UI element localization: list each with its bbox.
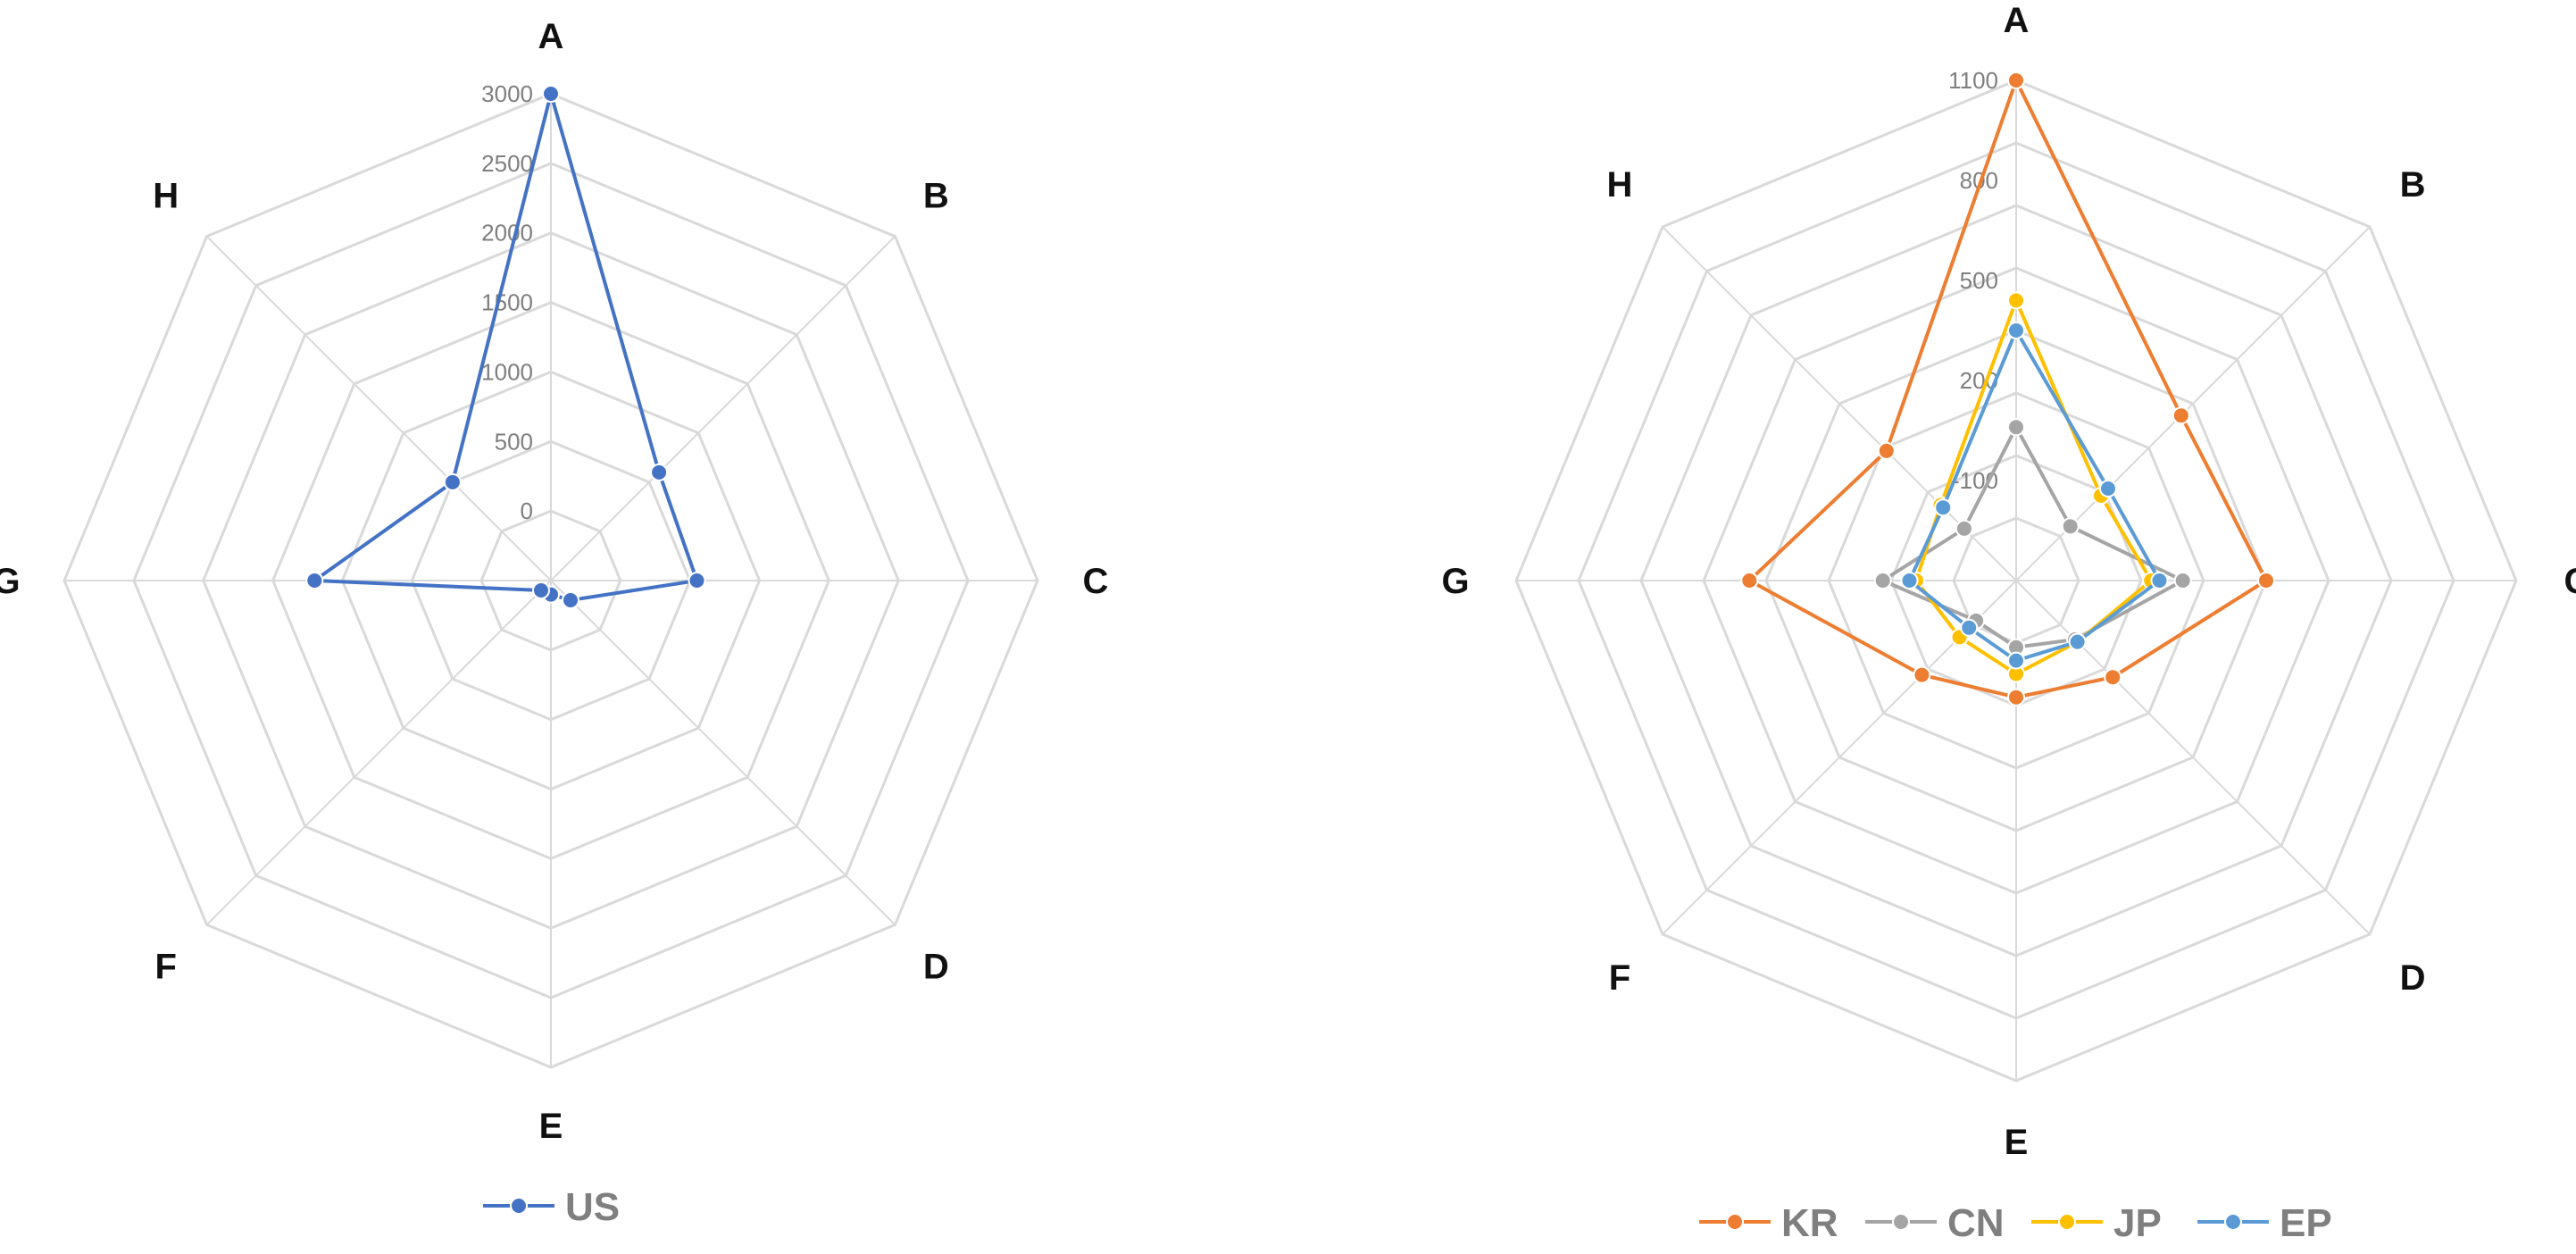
data-point xyxy=(443,472,462,491)
data-point xyxy=(1960,618,1979,637)
category-label: A xyxy=(2004,1,2030,40)
data-point xyxy=(1913,665,1931,684)
data-point xyxy=(2257,572,2275,589)
legend-marker xyxy=(2058,1213,2076,1231)
data-point xyxy=(2104,668,2122,687)
category-label: E xyxy=(539,1107,563,1146)
data-point xyxy=(2007,291,2025,310)
tick-label: 0 xyxy=(521,497,533,524)
series-line xyxy=(1746,75,2269,699)
legend-label: KR xyxy=(1781,1201,1838,1245)
data-point xyxy=(2007,322,2025,339)
axis-spoke xyxy=(550,580,896,926)
tick-label: 500 xyxy=(495,428,533,455)
data-point xyxy=(2099,480,2117,497)
data-point xyxy=(1877,441,1896,460)
tick-label: 2500 xyxy=(481,150,533,177)
tick-label: 1000 xyxy=(481,358,533,385)
data-point xyxy=(1955,519,1973,538)
tick-label: 1500 xyxy=(481,289,533,316)
category-label: B xyxy=(923,177,949,216)
legend-marker xyxy=(1892,1213,1910,1231)
category-label: B xyxy=(2400,165,2426,205)
data-point xyxy=(2172,406,2190,425)
category-label: H xyxy=(153,177,179,216)
data-point xyxy=(2007,418,2025,437)
legend-label: CN xyxy=(1947,1201,2005,1245)
axis-spoke xyxy=(205,235,552,581)
data-point xyxy=(2068,632,2087,651)
data-point xyxy=(2007,71,2025,89)
axis-spoke xyxy=(205,580,552,926)
legend-label: JP xyxy=(2113,1201,2162,1245)
data-point xyxy=(2007,688,2025,706)
category-label: D xyxy=(923,947,949,986)
data-point xyxy=(650,463,669,481)
data-point xyxy=(2007,651,2025,670)
axis-spoke xyxy=(550,235,896,581)
legend-label: US xyxy=(565,1185,620,1229)
data-point xyxy=(562,591,579,609)
tick-label: 2000 xyxy=(481,220,533,247)
category-label: F xyxy=(1609,958,1630,998)
tick-label: 3000 xyxy=(481,80,533,107)
data-point xyxy=(532,581,550,599)
series-line xyxy=(1907,326,2163,663)
legend-marker xyxy=(1726,1213,1744,1231)
category-label: G xyxy=(0,562,21,601)
data-point xyxy=(542,85,560,103)
category-label: A xyxy=(538,17,564,56)
data-point xyxy=(1740,572,1759,589)
axis-spoke xyxy=(1662,226,2017,581)
data-point xyxy=(2061,517,2080,536)
category-label: C xyxy=(1083,562,1109,601)
data-point xyxy=(688,572,706,589)
category-label: F xyxy=(154,947,176,986)
legend-marker xyxy=(2224,1213,2242,1231)
tick-label: 500 xyxy=(1960,267,1998,294)
category-label: D xyxy=(2400,958,2426,998)
legend-marker xyxy=(510,1197,528,1215)
data-point xyxy=(1900,572,1919,589)
category-label: C xyxy=(2564,562,2576,601)
data-point xyxy=(2150,572,2169,589)
category-label: H xyxy=(1606,165,1632,205)
data-point xyxy=(305,572,324,589)
data-point xyxy=(2173,572,2192,589)
category-label: G xyxy=(1441,562,1469,601)
data-point xyxy=(1934,498,1953,517)
data-point xyxy=(1873,572,1892,589)
legend-label: EP xyxy=(2280,1201,2332,1245)
tick-label: 1100 xyxy=(1948,67,1998,94)
category-label: E xyxy=(2005,1123,2029,1162)
